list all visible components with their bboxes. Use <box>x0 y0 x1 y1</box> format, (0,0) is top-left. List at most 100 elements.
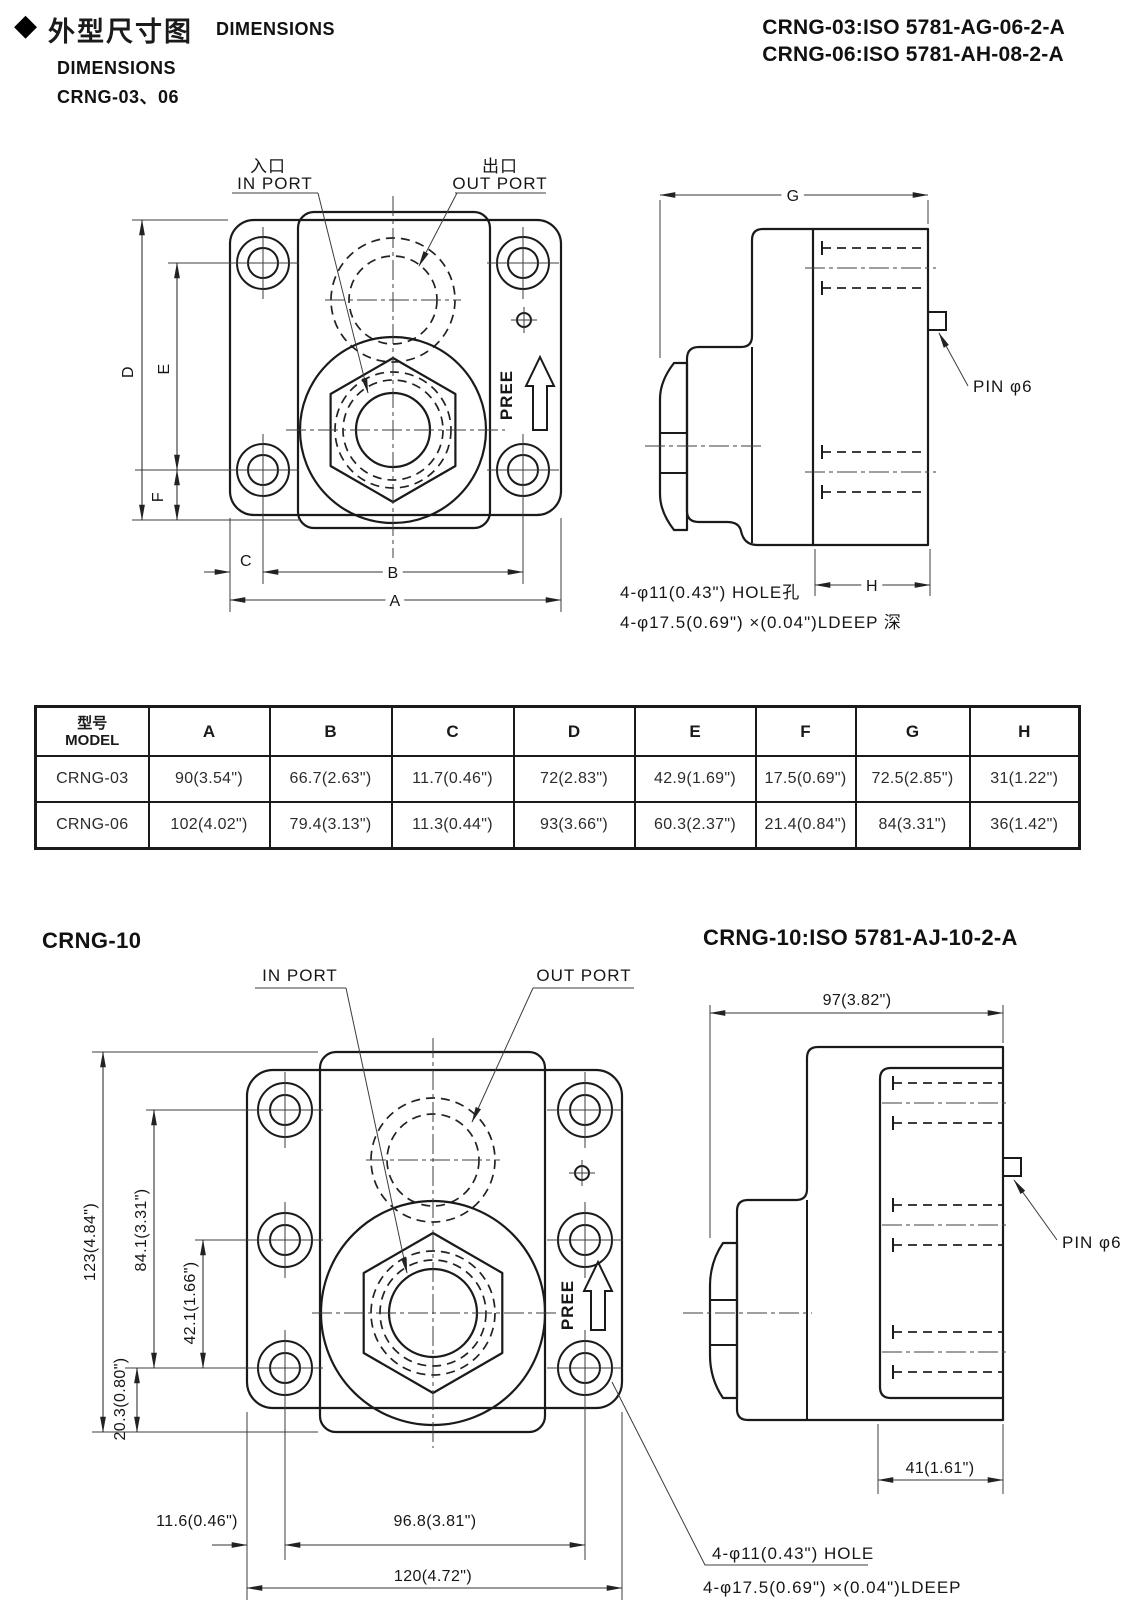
table-row-crng06: CRNG-06 102(4.02") 79.4(3.13") 11.3(0.44… <box>34 801 1081 850</box>
note-hole: 4-φ11(0.43") HOLE <box>712 1544 874 1563</box>
fig2-front-view: PREE <box>245 1038 624 1448</box>
table-header-c: C <box>390 705 515 757</box>
iso-code-crng10: CRNG-10:ISO 5781-AJ-10-2-A <box>703 925 1018 950</box>
table-header-a: A <box>147 705 271 757</box>
table-cell: 11.7(0.46") <box>390 755 515 803</box>
table-cell: 21.4(0.84") <box>754 801 857 850</box>
section-title-crng10: CRNG-10 <box>42 928 142 953</box>
table-header-b: B <box>268 705 393 757</box>
side-profile <box>685 227 930 547</box>
dim-bottom-offset: 20.3(0.80") <box>112 1357 129 1440</box>
pin-label: PIN φ6 <box>973 377 1033 396</box>
centerlines <box>312 1038 558 1448</box>
table-header-model-zh: 型号 <box>77 714 108 732</box>
mounting-holes <box>227 227 559 506</box>
fig1-side-view: PIN φ6 G H <box>645 182 1033 601</box>
dim-hole-span-h: 96.8(3.81") <box>393 1513 476 1530</box>
table-header-f: F <box>754 705 857 757</box>
in-port-label: IN PORT <box>262 966 338 985</box>
dim-depth: 97(3.82") <box>823 992 892 1009</box>
fig2-front-dimensions: 123(4.84") 84.1(3.31") 42.1(1.66") 20.3(… <box>82 1051 623 1600</box>
note-counterbore: 4-φ17.5(0.69") ×(0.04")LDEEP <box>703 1578 962 1597</box>
pin-label: PIN φ6 <box>1062 1233 1122 1252</box>
out-port-label-zh: 出口 <box>482 157 518 176</box>
table-cell: 60.3(2.37") <box>633 801 757 850</box>
side-profile <box>735 1045 1005 1422</box>
hex-bolt-profile <box>658 361 689 532</box>
table-cell: 90(3.54") <box>147 755 271 803</box>
table-row-crng03: CRNG-03 90(3.54") 66.7(2.63") 11.7(0.46"… <box>34 755 1081 803</box>
dim-letter-F: F <box>150 492 167 502</box>
dim-letter-C: C <box>240 553 252 570</box>
dim-letter-A: A <box>389 593 400 610</box>
diamond-icon: ◆ <box>14 9 38 42</box>
out-port-label-en: OUT PORT <box>452 174 547 193</box>
in-port-label-zh: 入口 <box>250 157 286 176</box>
table-header-model: 型号 MODEL <box>34 705 150 757</box>
free-flow-label: PREE <box>497 370 516 420</box>
fig2-crng10: PREE IN PORT OUT PORT 123(4.84") 84.1(3.… <box>82 966 1122 1600</box>
table-cell: 36(1.42") <box>968 801 1081 850</box>
centerlines <box>286 196 505 558</box>
table-cell: 42.9(1.69") <box>633 755 757 803</box>
dim-overall-width: 120(4.72") <box>394 1568 472 1585</box>
dim-hole-span-v: 84.1(3.31") <box>133 1188 150 1271</box>
free-flow-label: PREE <box>558 1280 577 1330</box>
table-cell: 17.5(0.69") <box>754 755 857 803</box>
table-cell: 72.5(2.85") <box>854 755 971 803</box>
dim-overall-height: 123(4.84") <box>82 1203 99 1281</box>
subtitle-dimensions: DIMENSIONS <box>57 58 177 78</box>
dim-letter-B: B <box>387 565 398 582</box>
dim-left-offset: 11.6(0.46") <box>156 1513 238 1530</box>
dim-letter-D: D <box>120 366 137 378</box>
free-flow-arrow: PREE <box>558 1259 614 1331</box>
fig1-port-labels: 入口 IN PORT 出口 OUT PORT <box>232 157 547 394</box>
fig2-side-view: PIN φ6 97(3.82") 41(1.61") <box>683 992 1122 1494</box>
valve-body-band <box>296 210 492 530</box>
page-title-en: DIMENSIONS <box>216 19 336 39</box>
hex-bolt-profile <box>708 1241 739 1400</box>
mounting-plate <box>228 218 563 517</box>
note-counterbore: 4-φ17.5(0.69") ×(0.04")LDEEP 深 <box>620 613 902 632</box>
out-port-label: OUT PORT <box>536 966 631 985</box>
table-cell-model: CRNG-03 <box>34 755 150 803</box>
fig2-notes: 4-φ11(0.43") HOLE 4-φ17.5(0.69") ×(0.04"… <box>611 1381 962 1597</box>
locating-pin: PIN φ6 <box>1002 1157 1122 1252</box>
subtitle-models: CRNG-03、06 <box>57 87 180 107</box>
fig1-notes: 4-φ11(0.43") HOLE孔 4-φ17.5(0.69") ×(0.04… <box>620 583 902 632</box>
table-cell: 102(4.02") <box>147 801 271 850</box>
table-header-d: D <box>512 705 636 757</box>
fig2-port-labels: IN PORT OUT PORT <box>255 966 634 1274</box>
dim-letter-E: E <box>156 363 173 374</box>
iso-code-crng03: CRNG-03:ISO 5781-AG-06-2-A <box>762 16 1065 39</box>
page-title-zh: 外型尺寸图 <box>48 17 193 47</box>
dimensions-table: 型号 MODEL A B C D E F G H CRNG-03 90(3.54… <box>34 705 1081 850</box>
threaded-holes-hidden <box>882 1076 1010 1379</box>
free-flow-arrow: PREE <box>497 354 556 431</box>
table-cell: 93(3.66") <box>512 801 636 850</box>
table-cell: 72(2.83") <box>512 755 636 803</box>
table-cell: 11.3(0.44") <box>390 801 515 850</box>
dim-block-depth: 41(1.61") <box>906 1460 975 1477</box>
table-header-row: 型号 MODEL A B C D E F G H <box>34 705 1081 757</box>
table-cell: 84(3.31") <box>854 801 971 850</box>
table-cell: 31(1.22") <box>968 755 1081 803</box>
mounting-plate <box>245 1068 624 1410</box>
fig1-crng03-06: PREE 入口 IN PORT 出口 OUT PORT D E <box>120 157 1033 632</box>
dim-hole-mid-v: 42.1(1.66") <box>182 1261 199 1344</box>
note-hole: 4-φ11(0.43") HOLE孔 <box>620 583 800 602</box>
in-port-label-en: IN PORT <box>237 174 313 193</box>
locating-pin: PIN φ6 <box>927 311 1033 396</box>
fig1-front-dimensions: D E F C B A <box>120 219 562 616</box>
iso-codes: CRNG-03:ISO 5781-AG-06-2-A CRNG-06:ISO 5… <box>762 14 1065 68</box>
iso-code-crng06: CRNG-06:ISO 5781-AH-08-2-A <box>762 43 1064 66</box>
table-header-g: G <box>854 705 971 757</box>
threaded-holes-hidden <box>805 241 936 499</box>
cartridge-block <box>878 1066 1005 1400</box>
table-header-e: E <box>633 705 757 757</box>
dim-letter-H: H <box>866 578 878 595</box>
table-cell-model: CRNG-06 <box>34 801 150 850</box>
fig1-front-view: PREE <box>227 196 563 558</box>
